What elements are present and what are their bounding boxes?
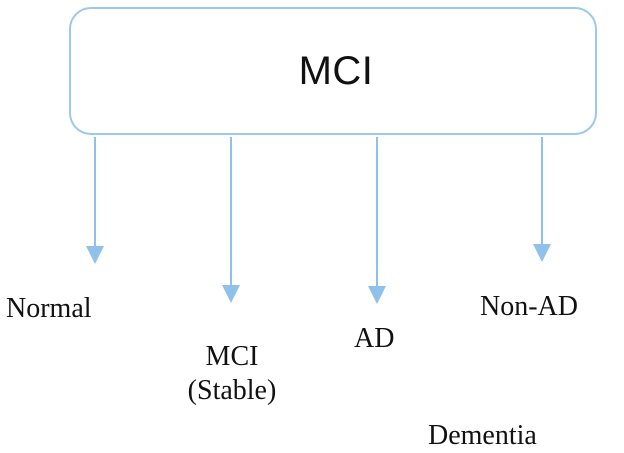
outcome-mci-stable-label: MCI (Stable)	[160, 340, 304, 408]
outcome-ad-label: AD	[354, 323, 395, 354]
mci-root-box: MCI	[69, 7, 597, 135]
outcome-non-ad-label: Non-AD	[480, 291, 578, 322]
outcome-normal-label: Normal	[6, 293, 92, 324]
mci-root-label: MCI	[298, 48, 374, 93]
arrowhead-mci-stable	[222, 285, 240, 303]
outcome-mci-stable-line1: MCI	[205, 341, 259, 372]
arrowhead-normal	[86, 246, 104, 264]
dementia-label: Dementia	[428, 420, 537, 451]
arrowhead-ad	[368, 286, 386, 304]
arrowhead-non-ad	[533, 244, 551, 262]
outcome-mci-stable-line2: (Stable)	[187, 375, 277, 406]
